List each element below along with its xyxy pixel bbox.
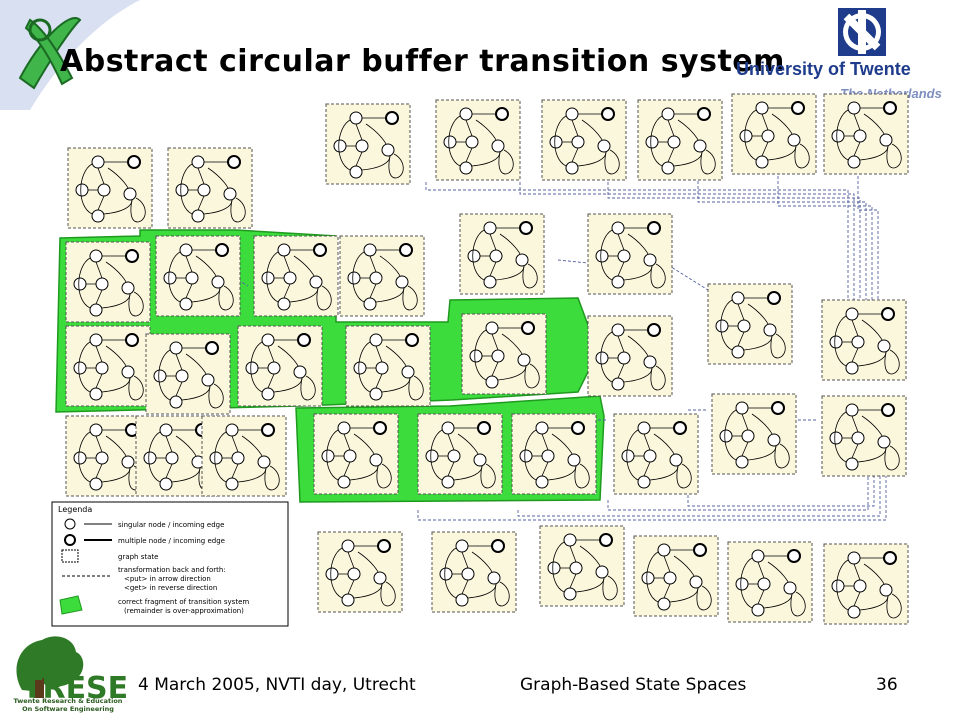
university-logo-icon bbox=[838, 8, 886, 56]
page-number: 36 bbox=[876, 675, 898, 695]
slide-title: Abstract circular buffer transition syst… bbox=[60, 44, 785, 79]
footer-date-venue: 4 March 2005, NVTI day, Utrecht bbox=[138, 675, 416, 695]
legend-item: multiple node / incoming edge bbox=[118, 537, 225, 545]
legend-item: <put> in arrow direction bbox=[124, 575, 211, 583]
footer-talk-title: Graph-Based State Spaces bbox=[520, 675, 747, 695]
legend-item: correct fragment of transition system bbox=[118, 598, 249, 606]
state-box bbox=[325, 103, 411, 185]
legend-item: singular node / incoming edge bbox=[118, 521, 224, 529]
legend: Legenda singular node / incoming edge mu… bbox=[51, 501, 289, 627]
legend-item: graph state bbox=[118, 553, 158, 561]
legend-item: (remainder is over-approximation) bbox=[124, 607, 244, 615]
legend-item: transformation back and forth: bbox=[118, 566, 226, 574]
university-name: University of Twente bbox=[736, 59, 911, 79]
corner-swoosh-decoration bbox=[0, 0, 140, 110]
transition-system-diagram: Legenda singular node / incoming edge mu… bbox=[51, 93, 909, 627]
trese-word: TRESE bbox=[22, 671, 128, 706]
trese-logo-icon: TRESE bbox=[16, 636, 128, 706]
legend-title: Legenda bbox=[58, 505, 92, 514]
trese-subtitle: Twente Research & Education On Software … bbox=[13, 697, 123, 713]
legend-item: <get> in reverse direction bbox=[124, 584, 217, 592]
